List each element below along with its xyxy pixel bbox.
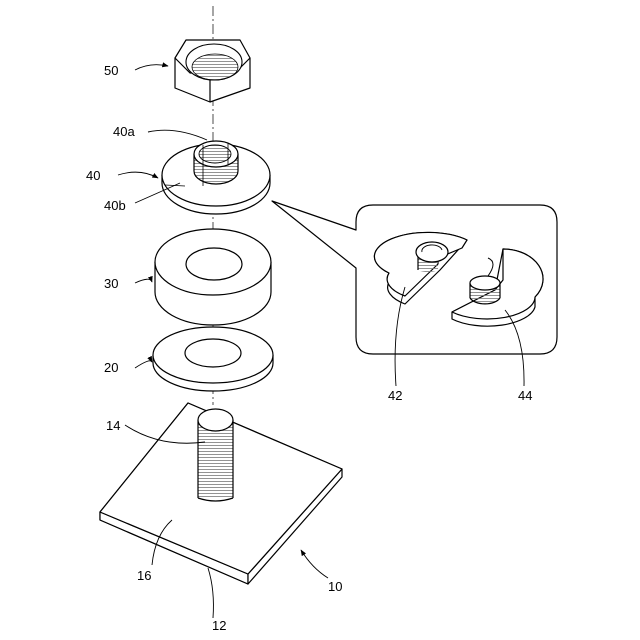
label-16: 16: [137, 568, 151, 583]
leader-12: [208, 568, 213, 618]
label-30: 30: [104, 276, 118, 291]
label-44: 44: [518, 388, 532, 403]
leader-50: [135, 65, 168, 70]
label-12: 12: [212, 618, 226, 633]
leader-40: [118, 172, 158, 178]
washer: [153, 327, 273, 391]
split-collar: [162, 141, 270, 214]
hex-nut: [175, 40, 250, 102]
label-20: 20: [104, 360, 118, 375]
spacer: [155, 229, 271, 325]
leader-20: [135, 361, 152, 368]
label-40b: 40b: [104, 198, 126, 213]
leader-40a: [148, 130, 207, 140]
leader-10: [301, 550, 328, 578]
label-50: 50: [104, 63, 118, 78]
detail-callout: [272, 201, 557, 354]
label-14: 14: [106, 418, 120, 433]
label-10: 10: [328, 579, 342, 594]
label-40a: 40a: [113, 124, 135, 139]
stud-bolt: [198, 409, 233, 501]
leader-30: [135, 279, 152, 283]
label-40: 40: [86, 168, 100, 183]
label-42: 42: [388, 388, 402, 403]
